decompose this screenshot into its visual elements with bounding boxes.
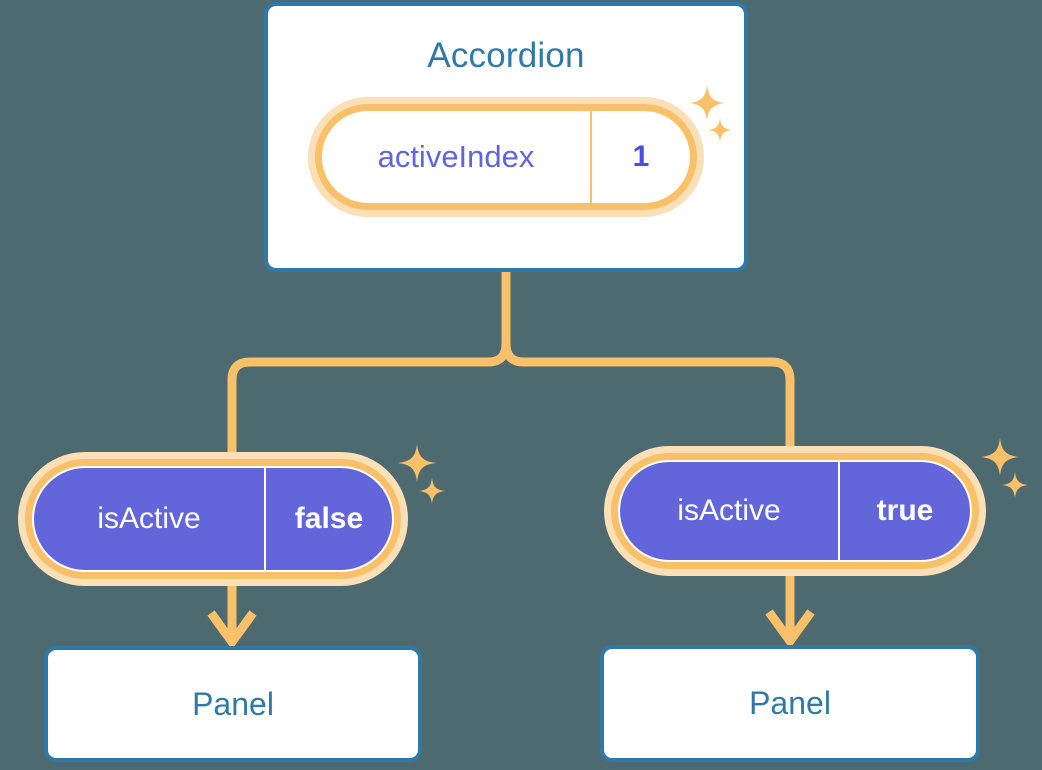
pill-body: isActive false [32,466,394,572]
panel-node-left[interactable]: Panel [44,646,422,762]
pill-key-label: isActive [677,494,781,527]
panel-title: Panel [192,685,274,722]
pill-value-label: 1 [590,111,690,203]
pill-body: isActive true [618,460,972,562]
sparkle-icon [981,438,1019,476]
panel-title: Panel [749,685,831,721]
pill-key-label: activeIndex [377,139,535,174]
arrow-down-icon-left [207,586,257,650]
tree-branch-connector-right [501,266,795,451]
page-title: Accordion [427,36,585,75]
pill-body: activeIndex 1 [322,111,690,203]
sparkle-icon [398,444,436,482]
pill-value-label: true [838,462,970,560]
arrow-down-icon-right [765,576,815,649]
pill-key-label: isActive [97,502,201,535]
prop-pill-is-active-right[interactable]: isActive true [604,446,986,576]
state-pill-active-index[interactable]: activeIndex 1 [308,97,704,217]
pill-value-label: false [264,468,392,570]
tree-branch-connector [227,266,511,457]
sparkle-small-icon [419,478,445,504]
panel-node-right[interactable]: Panel [600,645,980,762]
sparkle-small-icon [1002,472,1028,498]
prop-pill-is-active-left[interactable]: isActive false [18,452,408,586]
